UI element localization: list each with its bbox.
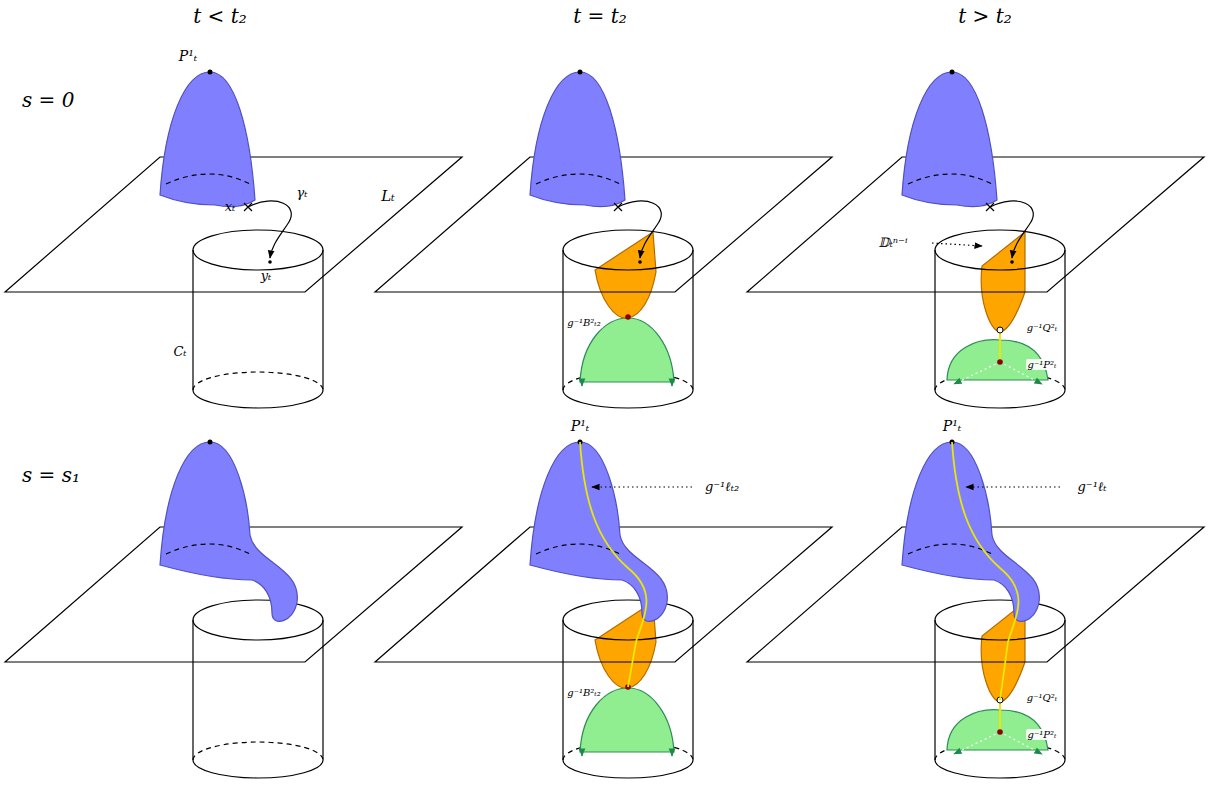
cylinder-side <box>562 620 563 760</box>
cylinder-top <box>935 600 1065 640</box>
math-label: Lₜ <box>381 188 395 205</box>
green-disc <box>580 688 674 752</box>
cap-rim <box>536 174 620 184</box>
math-label: g⁻¹B²ₜ₂ <box>565 687 603 698</box>
cylinder-top <box>563 230 693 270</box>
peak-point <box>578 70 583 75</box>
cylinder-side <box>692 620 693 760</box>
cylinder-side <box>322 250 323 390</box>
math-label: 𝔻ₜⁿ⁻ⁱ <box>878 236 907 250</box>
math-label: g⁻¹ℓₜ₂ <box>705 480 739 494</box>
cylinder-bottom <box>935 760 1065 778</box>
cylinder-side <box>934 250 935 390</box>
cylinder-bottom <box>193 760 323 778</box>
cylinder-side <box>1064 250 1065 390</box>
green-disc <box>580 318 674 382</box>
math-label: g⁻¹Q²ₜ <box>1025 692 1059 703</box>
arrow <box>581 752 582 756</box>
cylinder-side <box>192 250 193 390</box>
panel <box>747 70 1204 408</box>
leader-line <box>966 486 1060 487</box>
gamma-curve <box>248 201 291 258</box>
cylinder-top <box>935 230 1065 270</box>
cylinder-bottom <box>563 390 693 408</box>
panel <box>375 440 832 778</box>
axis-label: t = t₂ <box>573 5 627 27</box>
axis-label: t > t₂ <box>958 5 1012 27</box>
math-label: yₜ <box>261 269 272 283</box>
leader-line <box>592 486 692 487</box>
cylinder-side <box>562 250 563 390</box>
math-label: g⁻¹P²ₜ <box>1026 729 1059 740</box>
blue-cap <box>160 442 297 621</box>
blue-cap <box>902 442 1039 621</box>
cylinder-bottom-back <box>193 372 323 390</box>
math-label: P¹ₜ <box>571 419 589 434</box>
axis-label: s = 0 <box>22 89 74 111</box>
cap-rim <box>908 174 992 184</box>
peak-point <box>208 70 213 75</box>
point-y <box>638 260 642 264</box>
math-label: g⁻¹P²ₜ <box>1026 359 1059 370</box>
yellow-segment <box>999 702 1001 732</box>
point-q <box>997 327 1003 333</box>
peak-point <box>208 440 213 445</box>
cylinder-side <box>192 620 193 760</box>
cylinder-side <box>934 620 935 760</box>
point-y <box>1010 260 1014 264</box>
blue-cap <box>530 442 667 621</box>
panel <box>5 70 462 408</box>
dotted-line <box>954 732 1000 754</box>
blue-cap <box>160 72 255 207</box>
cylinder-top <box>193 230 323 270</box>
point-p <box>997 359 1003 365</box>
cylinder-bottom <box>563 760 693 778</box>
math-label: xₜ <box>225 200 236 214</box>
cylinder-top <box>563 600 693 640</box>
dotted-line <box>954 362 1000 384</box>
peak-point <box>950 70 955 75</box>
orange-disc <box>981 232 1025 332</box>
blue-cap <box>530 72 625 207</box>
arrow <box>671 752 672 756</box>
point-p <box>997 729 1003 735</box>
arrow <box>671 382 672 386</box>
cylinder-top <box>193 600 323 640</box>
yellow-line <box>580 442 646 687</box>
point-b <box>625 314 631 320</box>
axis-label: s = s₁ <box>22 464 80 486</box>
math-label: Cₜ <box>173 345 186 359</box>
cylinder-side <box>1064 620 1065 760</box>
math-label: g⁻¹B²ₜ₂ <box>565 317 603 328</box>
gamma-curve <box>618 201 661 258</box>
math-label: γₜ <box>297 186 308 200</box>
math-label: g⁻¹ℓₜ <box>1077 480 1106 494</box>
blue-cap <box>902 72 997 207</box>
cylinder-bottom-back <box>193 742 323 760</box>
math-label: P¹ₜ <box>943 419 961 434</box>
math-label: g⁻¹Q²ₜ <box>1025 322 1059 333</box>
point-y <box>268 260 272 264</box>
leaders <box>592 243 1060 487</box>
cylinder-side <box>692 250 693 390</box>
yellow-line <box>952 442 1018 700</box>
cylinder-bottom <box>935 390 1065 408</box>
panel <box>5 440 462 778</box>
cylinder-side <box>322 620 323 760</box>
panel <box>375 70 832 408</box>
orange-disc <box>595 232 656 318</box>
leader-line <box>932 243 982 246</box>
axis-label: t < t₂ <box>193 5 247 27</box>
cylinder-bottom <box>193 390 323 408</box>
math-label: P¹ₜ <box>179 49 197 64</box>
gamma-curve <box>990 201 1033 258</box>
cap-rim <box>166 544 250 554</box>
cap-rim <box>166 174 250 184</box>
arrow <box>581 382 582 386</box>
panel <box>747 440 1204 778</box>
yellow-segment <box>999 332 1001 362</box>
